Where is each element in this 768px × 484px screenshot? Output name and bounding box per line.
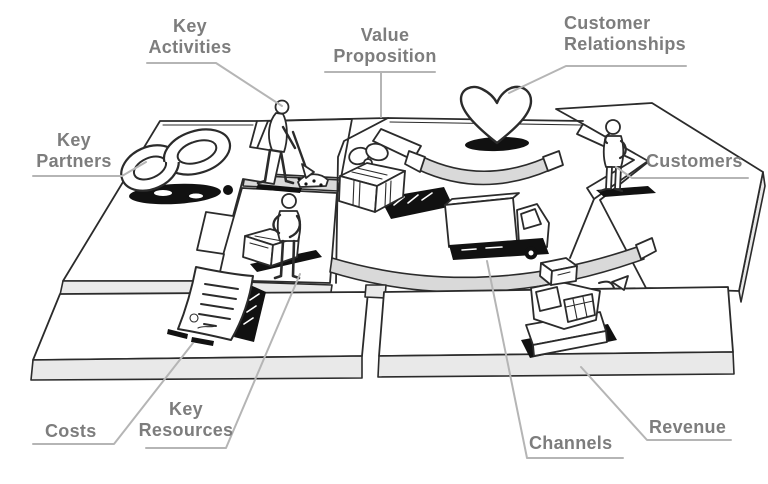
bill-document-icon <box>167 266 266 346</box>
leader-costs <box>32 342 194 445</box>
label-revenue-line1: Revenue <box>649 417 727 437</box>
delivery-truck-icon <box>444 192 550 260</box>
leader-key-resources <box>145 273 301 449</box>
label-channels: Channels <box>529 433 612 454</box>
cash-register-icon <box>521 257 629 358</box>
right-chevron-arrow <box>576 123 649 200</box>
worker-with-toolbox-icon <box>242 193 322 280</box>
label-customers-line1: Customers <box>646 151 743 171</box>
label-customer-relationships-line1: Customer <box>564 13 651 33</box>
label-costs-line1: Costs <box>45 421 97 441</box>
label-key-partners-line1: Key <box>57 130 91 150</box>
label-costs: Costs <box>45 421 97 442</box>
heart-icon <box>459 85 533 152</box>
label-key-resources-line1: Key <box>169 399 203 419</box>
leader-customer-relationships <box>508 65 687 94</box>
label-customer-relationships-line2: Relationships <box>564 34 686 54</box>
label-key-resources: Key Resources <box>132 399 240 441</box>
leader-key-partners <box>32 161 147 177</box>
leader-key-activities <box>146 62 283 107</box>
label-customer-relationships: Customer Relationships <box>564 13 686 55</box>
label-value-proposition-line2: Proposition <box>333 46 437 66</box>
upper-flow-band <box>418 156 551 186</box>
leader-channels <box>486 260 624 459</box>
digging-person-icon <box>256 99 329 193</box>
gift-box-icon <box>338 142 453 219</box>
label-key-activities-line1: Key <box>173 16 207 36</box>
label-key-partners: Key Partners <box>22 130 126 172</box>
revenue-slab <box>377 286 735 378</box>
standing-person-icon <box>596 119 656 197</box>
leader-revenue <box>580 366 732 441</box>
label-key-activities: Key Activities <box>130 16 250 58</box>
interlocked-rings-icon <box>120 128 233 205</box>
label-channels-line1: Channels <box>529 433 613 453</box>
label-customers: Customers <box>646 151 743 172</box>
leader-lines <box>32 62 749 459</box>
label-key-partners-line2: Partners <box>36 151 112 171</box>
label-value-proposition: Value Proposition <box>318 25 452 67</box>
label-key-resources-line2: Resources <box>138 420 234 440</box>
label-revenue: Revenue <box>649 417 726 438</box>
leader-customers <box>615 166 749 179</box>
label-value-proposition-line1: Value <box>360 25 410 45</box>
label-key-activities-line2: Activities <box>148 37 232 57</box>
